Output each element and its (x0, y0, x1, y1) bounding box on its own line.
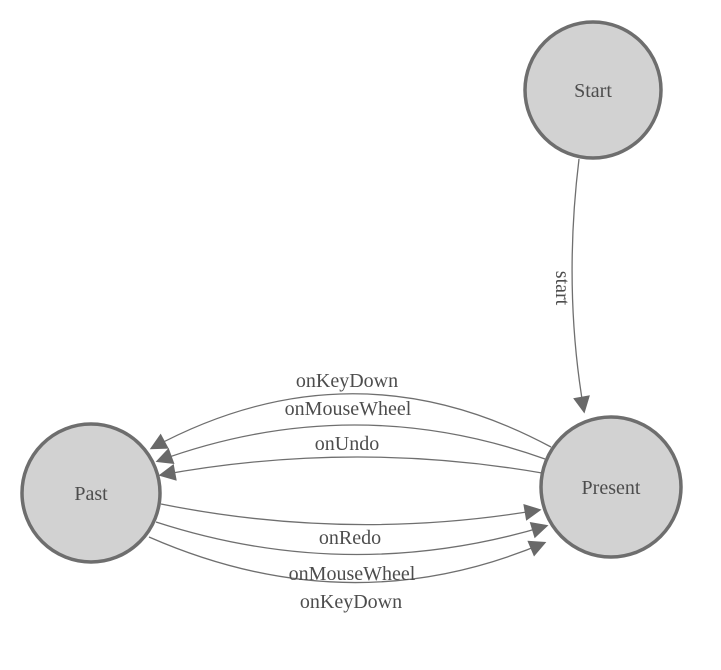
edge-label-present-to-past-onUndo: onUndo (315, 433, 379, 455)
node-start (523, 20, 663, 160)
node-label-past: Past (74, 483, 108, 505)
nodes-layer (20, 20, 683, 564)
edge-label-past-to-present-onKeyDown: onKeyDown (300, 591, 402, 613)
edge-label-present-to-past-onKeyDown: onKeyDown (296, 370, 398, 392)
node-past (20, 422, 162, 564)
edge-label-present-to-past-onMouseWheel: onMouseWheel (285, 398, 412, 420)
edge-label-start-to-present: start (551, 271, 573, 306)
node-present (539, 415, 683, 559)
edge-labels-layer: start onKeyDown onMouseWheel onUndo onRedo on… (74, 80, 641, 613)
edge-present-to-past-onKeyDown (149, 393, 552, 450)
edge-start-to-present (571, 158, 590, 414)
edge-present-to-past-onUndo (158, 456, 543, 481)
edge-past-to-present-onMouseWheel (155, 521, 549, 556)
edges-layer (148, 158, 590, 584)
edge-label-past-to-present-onRedo: onRedo (319, 527, 381, 549)
edge-label-past-to-present-onMouseWheel: onMouseWheel (289, 563, 416, 585)
edge-present-to-past-onMouseWheel (155, 424, 546, 465)
edge-past-to-present-onRedo (160, 503, 542, 526)
edge-past-to-present-onKeyDown (148, 536, 547, 584)
node-label-present: Present (582, 477, 641, 499)
node-label-start: Start (574, 80, 612, 102)
